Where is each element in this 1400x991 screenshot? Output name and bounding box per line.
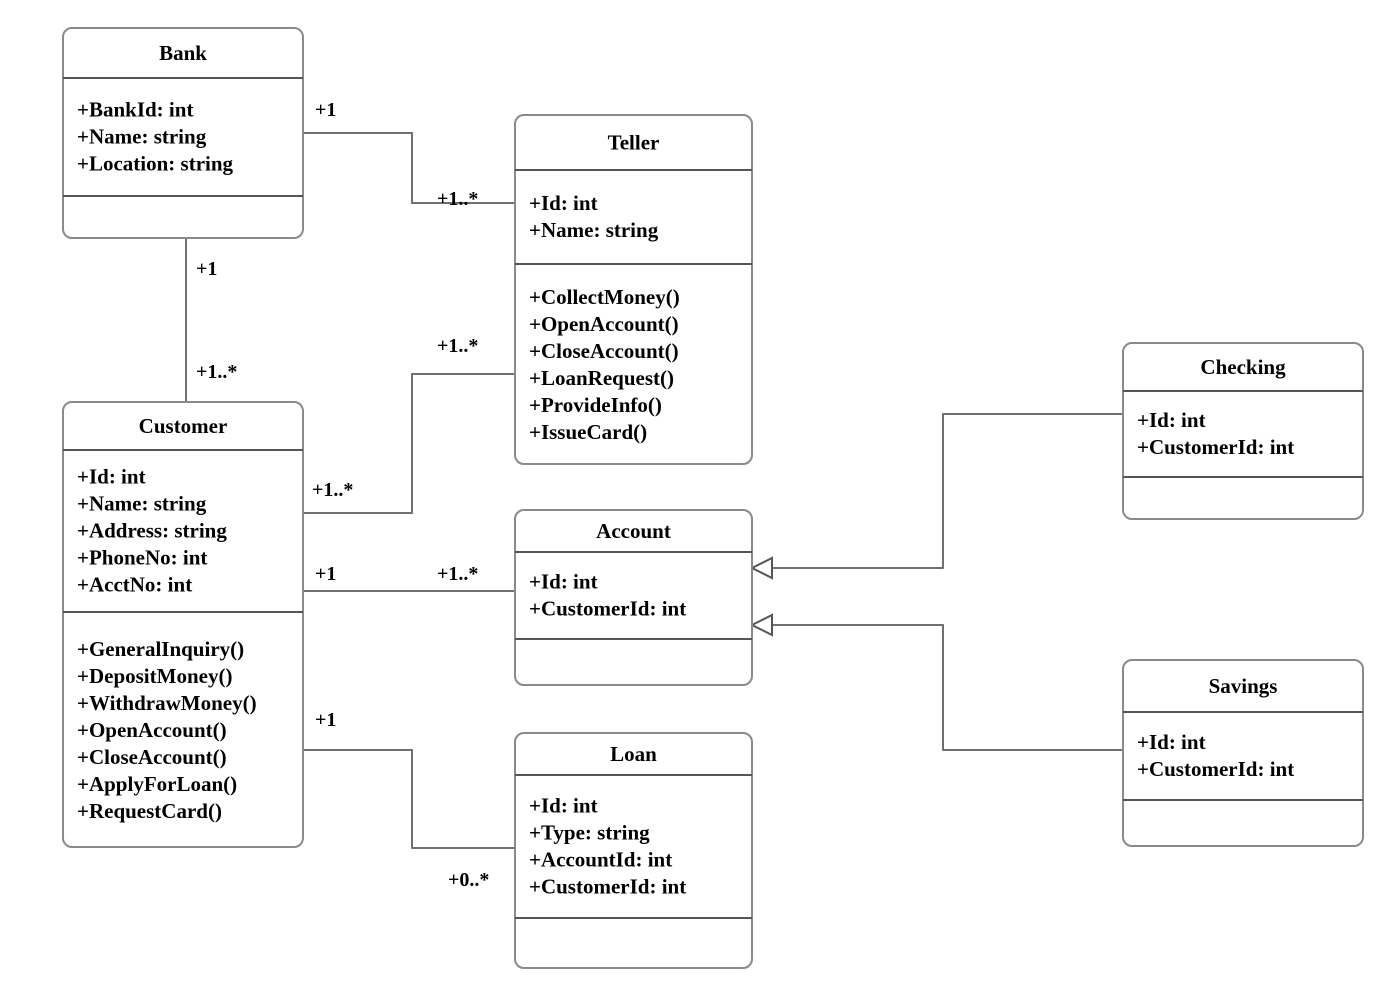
class-attribute: +CustomerId: int xyxy=(529,875,686,899)
multiplicity-label: +0..* xyxy=(448,869,489,891)
association-line xyxy=(303,373,515,514)
multiplicity-label: +1..* xyxy=(437,563,478,585)
class-box-checking[interactable]: Checking +Id: int +CustomerId: int xyxy=(1122,342,1364,520)
multiplicity-label: +1 xyxy=(315,709,336,731)
class-attribute: +PhoneNo: int xyxy=(77,546,207,570)
class-attribute: +Name: string xyxy=(529,218,659,242)
generalization-arrowhead-icon xyxy=(749,556,773,580)
class-method: +OpenAccount() xyxy=(77,718,227,742)
class-attribute: +AccountId: int xyxy=(529,848,672,872)
association-customer-loan xyxy=(303,749,515,849)
class-attribute: +Id: int xyxy=(529,570,598,594)
class-box-frame xyxy=(62,401,304,848)
multiplicity-label: +1 xyxy=(315,99,336,121)
association-bank-teller xyxy=(303,132,515,204)
class-attribute: +Id: int xyxy=(1137,730,1206,754)
class-method: +LoanRequest() xyxy=(529,366,674,390)
class-box-frame xyxy=(62,27,304,239)
class-method: +IssueCard() xyxy=(529,420,647,444)
class-name: Loan xyxy=(610,742,657,766)
class-name: Teller xyxy=(608,131,660,155)
generalization-checking-account xyxy=(749,413,1123,580)
association-line xyxy=(303,132,515,204)
class-attribute: +Location: string xyxy=(77,152,234,176)
class-attribute: +BankId: int xyxy=(77,98,193,122)
class-attribute: +CustomerId: int xyxy=(1137,757,1294,781)
class-method: +RequestCard() xyxy=(77,799,222,823)
class-attribute: +CustomerId: int xyxy=(1137,435,1294,459)
class-method: +ProvideInfo() xyxy=(529,393,662,417)
generalization-line xyxy=(770,624,1123,751)
class-method: +ApplyForLoan() xyxy=(77,772,237,796)
class-attribute: +Name: string xyxy=(77,125,207,149)
class-box-bank[interactable]: Bank +BankId: int +Name: string +Location: … xyxy=(62,27,304,239)
class-attribute: +CustomerId: int xyxy=(529,597,686,621)
class-method: +GeneralInquiry() xyxy=(77,637,244,661)
association-line xyxy=(303,749,515,849)
multiplicity-label: +1 xyxy=(315,563,336,585)
class-box-savings[interactable]: Savings +Id: int +CustomerId: int xyxy=(1122,659,1364,847)
class-name: Customer xyxy=(139,414,228,438)
class-name: Savings xyxy=(1209,674,1278,698)
multiplicity-label: +1..* xyxy=(312,479,353,501)
connectors-layer xyxy=(185,132,1123,849)
generalization-savings-account xyxy=(749,613,1123,751)
class-attribute: +Id: int xyxy=(77,465,146,489)
class-name: Account xyxy=(596,519,671,543)
classes-layer: Bank +BankId: int +Name: string +Location: … xyxy=(62,27,1364,969)
class-box-loan[interactable]: Loan +Id: int +Type: string +AccountId: int… xyxy=(514,732,753,969)
class-attribute: +Type: string xyxy=(529,821,650,845)
class-box-teller[interactable]: Teller +Id: int +Name: string +CollectMoney… xyxy=(514,114,753,465)
class-attribute: +Address: string xyxy=(77,519,227,543)
multiplicity-label: +1..* xyxy=(437,335,478,357)
class-box-frame xyxy=(1122,342,1364,520)
class-attribute: +Id: int xyxy=(529,794,598,818)
labels-layer: +1 +1..* +1 +1..* +1..* +1..* +1 +1..* +1 +0..* xyxy=(196,99,489,891)
class-name: Bank xyxy=(159,41,207,65)
class-box-frame xyxy=(514,509,753,686)
class-method: +CloseAccount() xyxy=(77,745,227,769)
class-box-frame xyxy=(514,114,753,465)
generalization-line xyxy=(770,413,1123,569)
class-box-account[interactable]: Account +Id: int +CustomerId: int xyxy=(514,509,753,686)
class-box-frame xyxy=(514,732,753,969)
class-method: +OpenAccount() xyxy=(529,312,679,336)
generalization-arrowhead-icon xyxy=(749,613,773,637)
class-method: +DepositMoney() xyxy=(77,664,232,688)
association-customer-teller xyxy=(303,373,515,514)
multiplicity-label: +1..* xyxy=(196,361,237,383)
class-method: +WithdrawMoney() xyxy=(77,691,257,715)
multiplicity-label: +1 xyxy=(196,258,217,280)
class-method: +CloseAccount() xyxy=(529,339,679,363)
class-box-customer[interactable]: Customer +Id: int +Name: string +Address: s… xyxy=(62,401,304,848)
class-attribute: +Name: string xyxy=(77,492,207,516)
class-attribute: +Id: int xyxy=(529,191,598,215)
class-attribute: +AcctNo: int xyxy=(77,573,192,597)
class-name: Checking xyxy=(1200,355,1286,379)
class-method: +CollectMoney() xyxy=(529,285,680,309)
multiplicity-label: +1..* xyxy=(437,188,478,210)
class-attribute: +Id: int xyxy=(1137,408,1206,432)
